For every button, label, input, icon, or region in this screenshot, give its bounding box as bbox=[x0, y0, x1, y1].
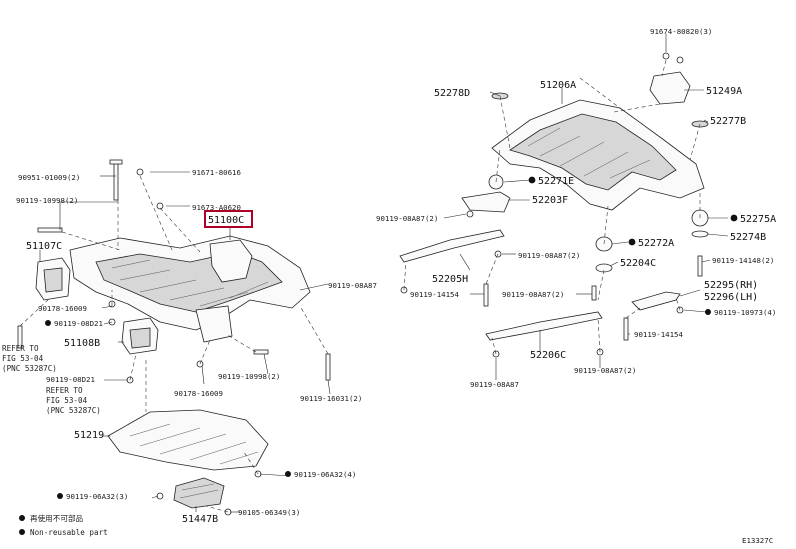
label-51206a[interactable]: 51206A bbox=[540, 80, 576, 91]
refer-note-1-line2: FIG 53-04 bbox=[2, 354, 44, 363]
label-52205h[interactable]: 52205H bbox=[432, 274, 468, 285]
non-reusable-marker bbox=[730, 214, 738, 222]
label-90119-08a87-a: 90119-08A87(2) bbox=[376, 214, 438, 223]
label-52203f[interactable]: 52203F bbox=[532, 195, 568, 206]
label-90119-16031: 90119-16031(2) bbox=[300, 394, 362, 403]
label-51108b[interactable]: 51108B bbox=[64, 338, 100, 349]
leader-lines bbox=[39, 34, 729, 513]
non-reusable-marker bbox=[285, 471, 291, 477]
label-52277b[interactable]: 52277B bbox=[710, 116, 746, 127]
label-52272a[interactable]: 52272A bbox=[638, 238, 674, 249]
label-91673-a0620: 91673-A0620 bbox=[192, 203, 241, 212]
label-90105-06349: 90105-06349(3) bbox=[238, 508, 300, 517]
legend-text-jp: 再使用不可部品 bbox=[30, 513, 84, 523]
label-52295[interactable]: 52295(RH) bbox=[704, 280, 758, 291]
figure-code: E13327C bbox=[742, 536, 773, 545]
label-52204c[interactable]: 52204C bbox=[620, 258, 656, 269]
label-52274b[interactable]: 52274B bbox=[730, 232, 766, 243]
refer-note-1-line3: (PNC 53287C) bbox=[2, 364, 57, 373]
rear-suspension-member-drawing bbox=[399, 52, 709, 358]
label-52206c[interactable]: 52206C bbox=[530, 350, 566, 361]
label-90119-14154-b: 90119-14154 bbox=[634, 330, 683, 339]
highlight-51100c-box bbox=[204, 210, 253, 228]
label-90119-08a87-e: 90119-08A87 bbox=[470, 380, 519, 389]
label-52271e[interactable]: 52271E bbox=[538, 176, 574, 187]
label-90119-14148: 90119-14148(2) bbox=[712, 256, 774, 265]
non-reusable-marker bbox=[57, 493, 63, 499]
label-91674-80820: 91674-80820(3) bbox=[650, 27, 712, 36]
label-90119-08a87-f: 90119-08A87(2) bbox=[574, 366, 636, 375]
non-reusable-marker bbox=[45, 320, 51, 326]
refer-note-2-line2: FIG 53-04 bbox=[46, 396, 88, 405]
label-52275a[interactable]: 52275A bbox=[740, 214, 776, 225]
label-90119-08d21-a: 90119-08D21 bbox=[54, 319, 103, 328]
label-91671-80616: 91671-80616 bbox=[192, 168, 241, 177]
label-90119-08a87-d: 90119-08A87(2) bbox=[502, 290, 564, 299]
label-90119-14154-a: 90119-14154 bbox=[410, 290, 459, 299]
label-90119-10973: 90119-10973(4) bbox=[714, 308, 776, 317]
label-90119-08a87-b: 90119-08A87(2) bbox=[518, 251, 580, 260]
label-90119-08a87-c: 90119-08A87 bbox=[328, 281, 377, 290]
legend-dot-en bbox=[19, 529, 25, 535]
front-suspension-member-drawing bbox=[17, 159, 331, 516]
label-90119-06a32-r: 90119-06A32(4) bbox=[294, 470, 356, 479]
non-reusable-marker bbox=[628, 238, 636, 246]
refer-note-2-line1: REFER TO bbox=[46, 386, 83, 395]
label-51219[interactable]: 51219 bbox=[74, 430, 104, 441]
refer-note-1-line1: REFER TO bbox=[2, 344, 39, 353]
legend-dot-jp bbox=[19, 515, 25, 521]
label-90119-06a32-l: 90119-06A32(3) bbox=[66, 492, 128, 501]
label-51100c[interactable]: 51100C bbox=[208, 215, 244, 226]
label-51447b[interactable]: 51447B bbox=[182, 514, 218, 525]
legend-text-en: Non-reusable part bbox=[30, 528, 108, 537]
non-reusable-marker bbox=[528, 176, 536, 184]
label-52296[interactable]: 52296(LH) bbox=[704, 292, 758, 303]
refer-note-2-line3: (PNC 53287C) bbox=[46, 406, 101, 415]
label-51107c[interactable]: 51107C bbox=[26, 241, 62, 252]
label-90119-10998-top: 90119-10998(2) bbox=[16, 196, 78, 205]
label-90119-10998-b: 90119-10998(2) bbox=[218, 372, 280, 381]
label-90119-08d21-b: 90119-08D21 bbox=[46, 375, 95, 384]
label-90951-01009: 90951-01009(2) bbox=[18, 173, 80, 182]
label-51249a[interactable]: 51249A bbox=[706, 86, 742, 97]
non-reusable-marker bbox=[705, 309, 711, 315]
label-90178-16009-a: 90178-16009 bbox=[38, 304, 87, 313]
label-90178-16009-b: 90178-16009 bbox=[174, 389, 223, 398]
label-52278d[interactable]: 52278D bbox=[434, 88, 470, 99]
legend: 再使用不可部品 Non-reusable part bbox=[19, 513, 108, 537]
